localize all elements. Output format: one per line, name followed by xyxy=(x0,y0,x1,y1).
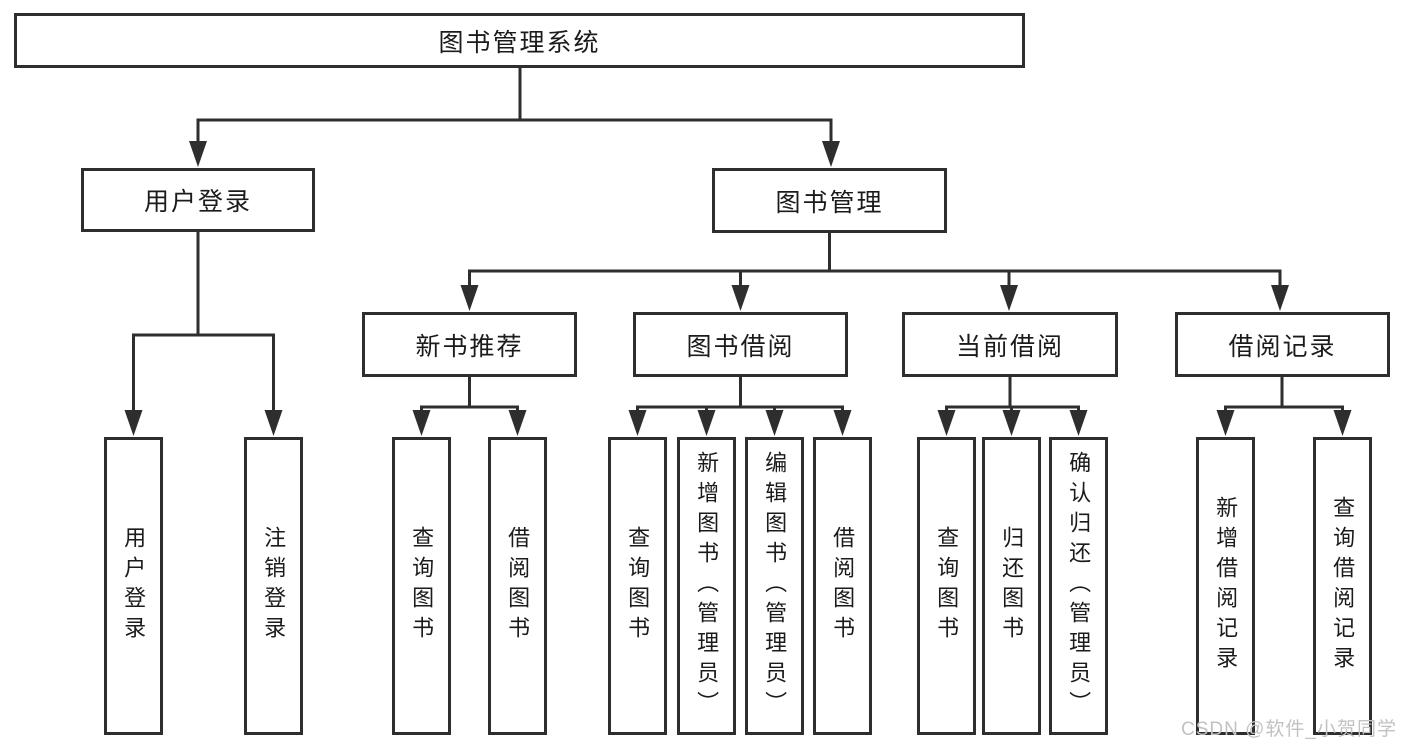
node-label: 图书借阅 xyxy=(686,332,795,361)
connector-book-mgmt-group xyxy=(468,230,1282,290)
arrowhead-icon xyxy=(731,285,750,311)
leaf-query-borrow-record: 查询借阅记录 xyxy=(1313,437,1372,735)
leaf-logout: 注销登录 xyxy=(244,437,303,735)
node-new-book-recommend: 新书推荐 xyxy=(362,312,577,377)
node-book-borrow: 图书借阅 xyxy=(633,312,848,377)
node-borrow-records: 借阅记录 xyxy=(1175,312,1390,377)
arrowhead-icon xyxy=(1069,410,1088,436)
arrowhead-icon xyxy=(1333,410,1352,436)
csdn-watermark: CSDN @软件_小贺同学 xyxy=(1181,719,1397,740)
arrowhead-icon xyxy=(460,285,479,311)
leaf-query-books-borrow: 查询图书 xyxy=(608,437,667,735)
node-label: 当前借阅 xyxy=(955,332,1064,361)
arrowhead-icon xyxy=(697,410,716,436)
node-label: 新增图书（管理员） xyxy=(694,451,720,721)
arrowhead-icon xyxy=(124,410,143,436)
arrowhead-icon xyxy=(628,410,647,436)
node-label: 查询图书 xyxy=(934,526,960,646)
arrowhead-icon xyxy=(189,141,207,167)
node-book-management: 图书管理 xyxy=(712,168,947,233)
node-label: 新书推荐 xyxy=(415,332,524,361)
node-label: 编辑图书（管理员） xyxy=(762,451,788,721)
connector-root xyxy=(196,66,833,146)
node-label: 借阅记录 xyxy=(1228,332,1337,361)
node-label: 用户登录 xyxy=(121,526,147,646)
arrowhead-icon xyxy=(822,141,840,167)
leaf-query-books-recommend: 查询图书 xyxy=(392,437,451,735)
connector-user-login-group xyxy=(132,230,275,415)
leaf-return-book: 归还图书 xyxy=(982,437,1041,735)
leaf-query-books-current: 查询图书 xyxy=(917,437,976,735)
arrowhead-icon xyxy=(508,410,527,436)
node-label: 新增借阅记录 xyxy=(1213,496,1239,676)
node-label: 归还图书 xyxy=(999,526,1025,646)
arrowhead-icon xyxy=(264,410,283,436)
leaf-borrow-books-recommend: 借阅图书 xyxy=(488,437,547,735)
arrowhead-icon xyxy=(1002,410,1021,436)
node-label: 借阅图书 xyxy=(830,526,856,646)
node-label: 查询借阅记录 xyxy=(1330,496,1356,676)
node-label: 借阅图书 xyxy=(505,526,531,646)
connector-paths xyxy=(132,66,1344,416)
node-label: 查询图书 xyxy=(409,526,435,646)
arrowhead-icon xyxy=(1271,285,1289,311)
node-current-borrow: 当前借阅 xyxy=(902,312,1118,377)
leaf-add-book-admin: 新增图书（管理员） xyxy=(677,437,736,735)
connector-borrow-record-group xyxy=(1224,375,1344,416)
leaf-edit-book-admin: 编辑图书（管理员） xyxy=(745,437,804,735)
node-library-system: 图书管理系统 xyxy=(14,13,1025,68)
node-label: 图书管理系统 xyxy=(438,28,601,57)
arrowhead-icon xyxy=(833,410,852,436)
node-label: 用户登录 xyxy=(143,188,252,216)
leaf-borrow-books: 借阅图书 xyxy=(813,437,872,735)
connector-new-book-group xyxy=(420,375,519,416)
node-user-login: 用户登录 xyxy=(81,168,315,232)
leaf-user-login: 用户登录 xyxy=(104,437,163,735)
leaf-confirm-return-admin: 确认归还（管理员） xyxy=(1049,437,1108,735)
arrowhead-icon xyxy=(937,410,956,436)
connector-current-borrow-group xyxy=(945,375,1080,416)
node-label: 查询图书 xyxy=(625,526,651,646)
arrowhead-icon xyxy=(1000,285,1018,311)
arrowhead-icon xyxy=(412,410,431,436)
node-label: 图书管理 xyxy=(775,188,884,217)
node-label: 确认归还（管理员） xyxy=(1066,451,1092,721)
node-label: 注销登录 xyxy=(261,526,287,646)
leaf-add-borrow-record: 新增借阅记录 xyxy=(1196,437,1255,735)
arrowhead-icon xyxy=(1216,410,1235,436)
arrowheads xyxy=(124,141,1352,436)
arrowhead-icon xyxy=(765,410,784,436)
connector-book-borrow-group xyxy=(636,375,844,416)
